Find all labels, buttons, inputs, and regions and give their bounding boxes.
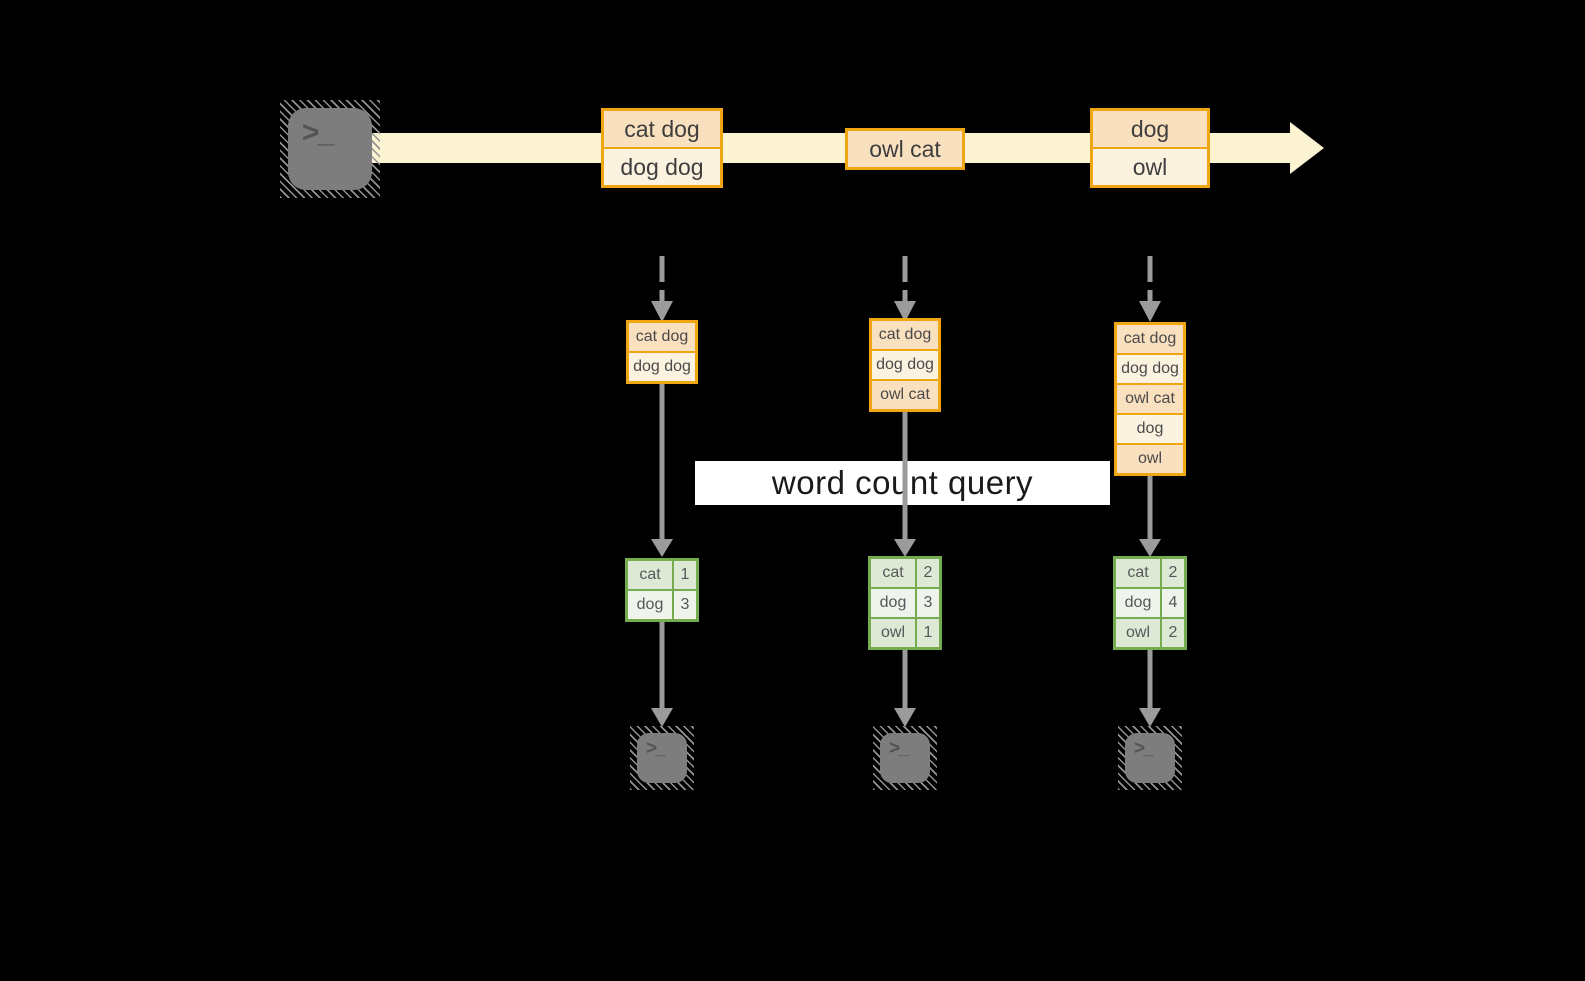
arrow-state-to-result-2 xyxy=(894,412,916,557)
batch-line: owl xyxy=(1093,147,1207,185)
count-cell: 3 xyxy=(915,589,939,617)
terminal-icon-body: >_ xyxy=(637,733,687,783)
stream-batch-3: dog owl xyxy=(1090,108,1210,188)
input-stream-arrowhead xyxy=(1290,122,1324,174)
batch-line: cat dog xyxy=(604,111,720,147)
table-row: cat 2 xyxy=(1116,559,1184,587)
word-cell: cat xyxy=(871,559,915,587)
terminal-prompt-icon: >_ xyxy=(646,738,666,759)
state-box-3: cat dog dog dog owl cat dog owl xyxy=(1114,322,1186,476)
word-cell: owl xyxy=(1116,619,1160,647)
table-row: dog 3 xyxy=(871,587,939,617)
terminal-sink-icon-1: >_ xyxy=(630,726,694,790)
table-row: dog 4 xyxy=(1116,587,1184,617)
state-line: cat dog xyxy=(1117,325,1183,353)
arrow-result-to-sink-2 xyxy=(894,650,916,727)
state-line: cat dog xyxy=(872,321,938,349)
terminal-prompt-icon: >_ xyxy=(1134,738,1154,759)
arrow-result-to-sink-1 xyxy=(651,622,673,727)
table-row: owl 2 xyxy=(1116,617,1184,647)
terminal-icon-body: >_ xyxy=(1125,733,1175,783)
terminal-icon-body: >_ xyxy=(880,733,930,783)
table-row: owl 1 xyxy=(871,617,939,647)
count-cell: 4 xyxy=(1160,589,1184,617)
word-cell: cat xyxy=(628,561,672,589)
arrow-result-to-sink-3 xyxy=(1139,650,1161,727)
terminal-prompt-icon: >_ xyxy=(302,116,334,149)
state-line: dog dog xyxy=(872,349,938,379)
count-cell: 3 xyxy=(672,591,696,619)
table-row: dog 3 xyxy=(628,589,696,619)
word-cell: cat xyxy=(1116,559,1160,587)
dashed-arrow-batch-1 xyxy=(651,256,673,322)
count-cell: 2 xyxy=(915,559,939,587)
count-cell: 2 xyxy=(1160,559,1184,587)
state-line: dog xyxy=(1117,413,1183,443)
table-row: cat 1 xyxy=(628,561,696,589)
arrow-state-to-result-1 xyxy=(651,384,673,557)
terminal-icon-body: >_ xyxy=(288,108,372,190)
arrow-state-to-result-3 xyxy=(1139,476,1161,557)
word-cell: dog xyxy=(628,591,672,619)
count-cell: 1 xyxy=(672,561,696,589)
word-cell: dog xyxy=(1116,589,1160,617)
state-line: dog dog xyxy=(1117,353,1183,383)
state-line: owl xyxy=(1117,443,1183,473)
terminal-prompt-icon: >_ xyxy=(889,738,909,759)
state-line: dog dog xyxy=(629,351,695,381)
batch-line: dog xyxy=(1093,111,1207,147)
state-line: cat dog xyxy=(629,323,695,351)
terminal-source-icon: >_ xyxy=(280,100,380,198)
count-cell: 2 xyxy=(1160,619,1184,647)
word-cell: owl xyxy=(871,619,915,647)
word-cell: dog xyxy=(871,589,915,617)
count-cell: 1 xyxy=(915,619,939,647)
result-table-3: cat 2 dog 4 owl 2 xyxy=(1113,556,1187,650)
result-table-2: cat 2 dog 3 owl 1 xyxy=(868,556,942,650)
dashed-arrow-batch-2 xyxy=(894,256,916,322)
terminal-sink-icon-3: >_ xyxy=(1118,726,1182,790)
stream-batch-1: cat dog dog dog xyxy=(601,108,723,188)
state-box-1: cat dog dog dog xyxy=(626,320,698,384)
table-row: cat 2 xyxy=(871,559,939,587)
stream-batch-2: owl cat xyxy=(845,128,965,170)
result-table-1: cat 1 dog 3 xyxy=(625,558,699,622)
batch-line: dog dog xyxy=(604,147,720,185)
state-line: owl cat xyxy=(1117,383,1183,413)
terminal-sink-icon-2: >_ xyxy=(873,726,937,790)
batch-line: owl cat xyxy=(848,131,962,167)
dashed-arrow-batch-3 xyxy=(1139,256,1161,322)
state-line: owl cat xyxy=(872,379,938,409)
state-box-2: cat dog dog dog owl cat xyxy=(869,318,941,412)
